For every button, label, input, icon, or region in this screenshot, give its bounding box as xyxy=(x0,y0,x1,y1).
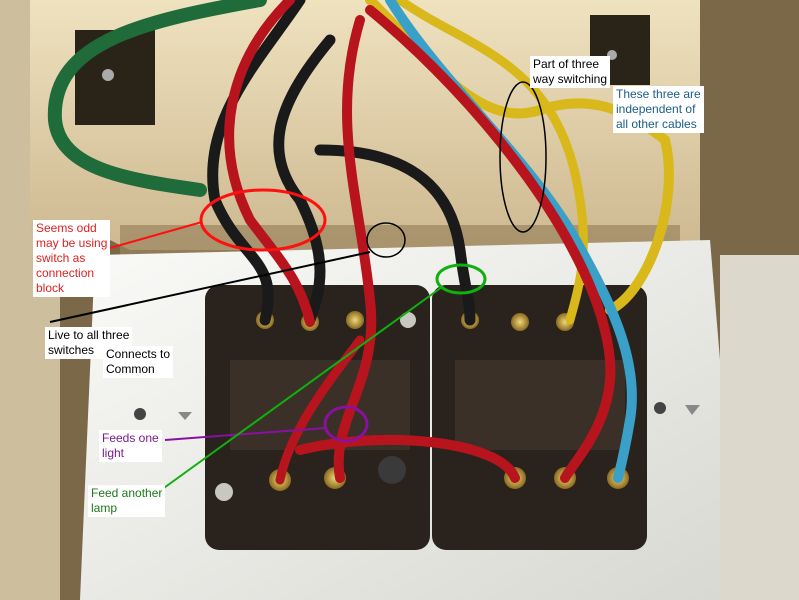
faceplate-hole-left xyxy=(134,408,146,420)
pointer-red xyxy=(109,221,203,249)
green-ellipse-marker xyxy=(435,263,487,295)
wire-red-4 xyxy=(295,434,520,483)
faceplate-hole-right xyxy=(654,402,666,414)
pointer-purple xyxy=(164,427,327,441)
switch-right-inner xyxy=(455,360,625,450)
label-connects-common: Connects to Common xyxy=(103,346,174,378)
wire-red-1 xyxy=(224,0,315,327)
pointer-live xyxy=(49,251,371,323)
faceplate-notch-left xyxy=(178,412,192,420)
faceplate-right-edge xyxy=(720,255,799,600)
lug-screw-left xyxy=(102,69,114,81)
label-part-of-three-way: Part of three way switching xyxy=(530,56,611,88)
label-independent-cables: These three are independent of all other… xyxy=(613,86,704,133)
wire-green-earth xyxy=(47,0,267,197)
black-ellipse-three-way xyxy=(499,81,547,233)
purple-ellipse-marker xyxy=(323,405,369,443)
mount-screw-center xyxy=(400,312,416,328)
wire-black-2 xyxy=(273,34,336,326)
label-feeds-one-light: Feeds one light xyxy=(99,430,162,462)
pointer-green xyxy=(149,286,443,499)
wire-red-3 xyxy=(365,5,616,483)
label-feed-another-lamp: Feed another lamp xyxy=(88,485,166,517)
wire-yellow-2 xyxy=(395,0,588,325)
mount-screw-left xyxy=(215,483,233,501)
black-circle-live xyxy=(366,222,406,258)
red-ellipse-marker xyxy=(199,188,327,252)
wire-red-2 xyxy=(333,15,377,483)
wire-black-3 xyxy=(314,144,476,326)
label-seems-odd: Seems odd may be using switch as connect… xyxy=(33,220,111,297)
faceplate-notch-right xyxy=(685,405,700,415)
